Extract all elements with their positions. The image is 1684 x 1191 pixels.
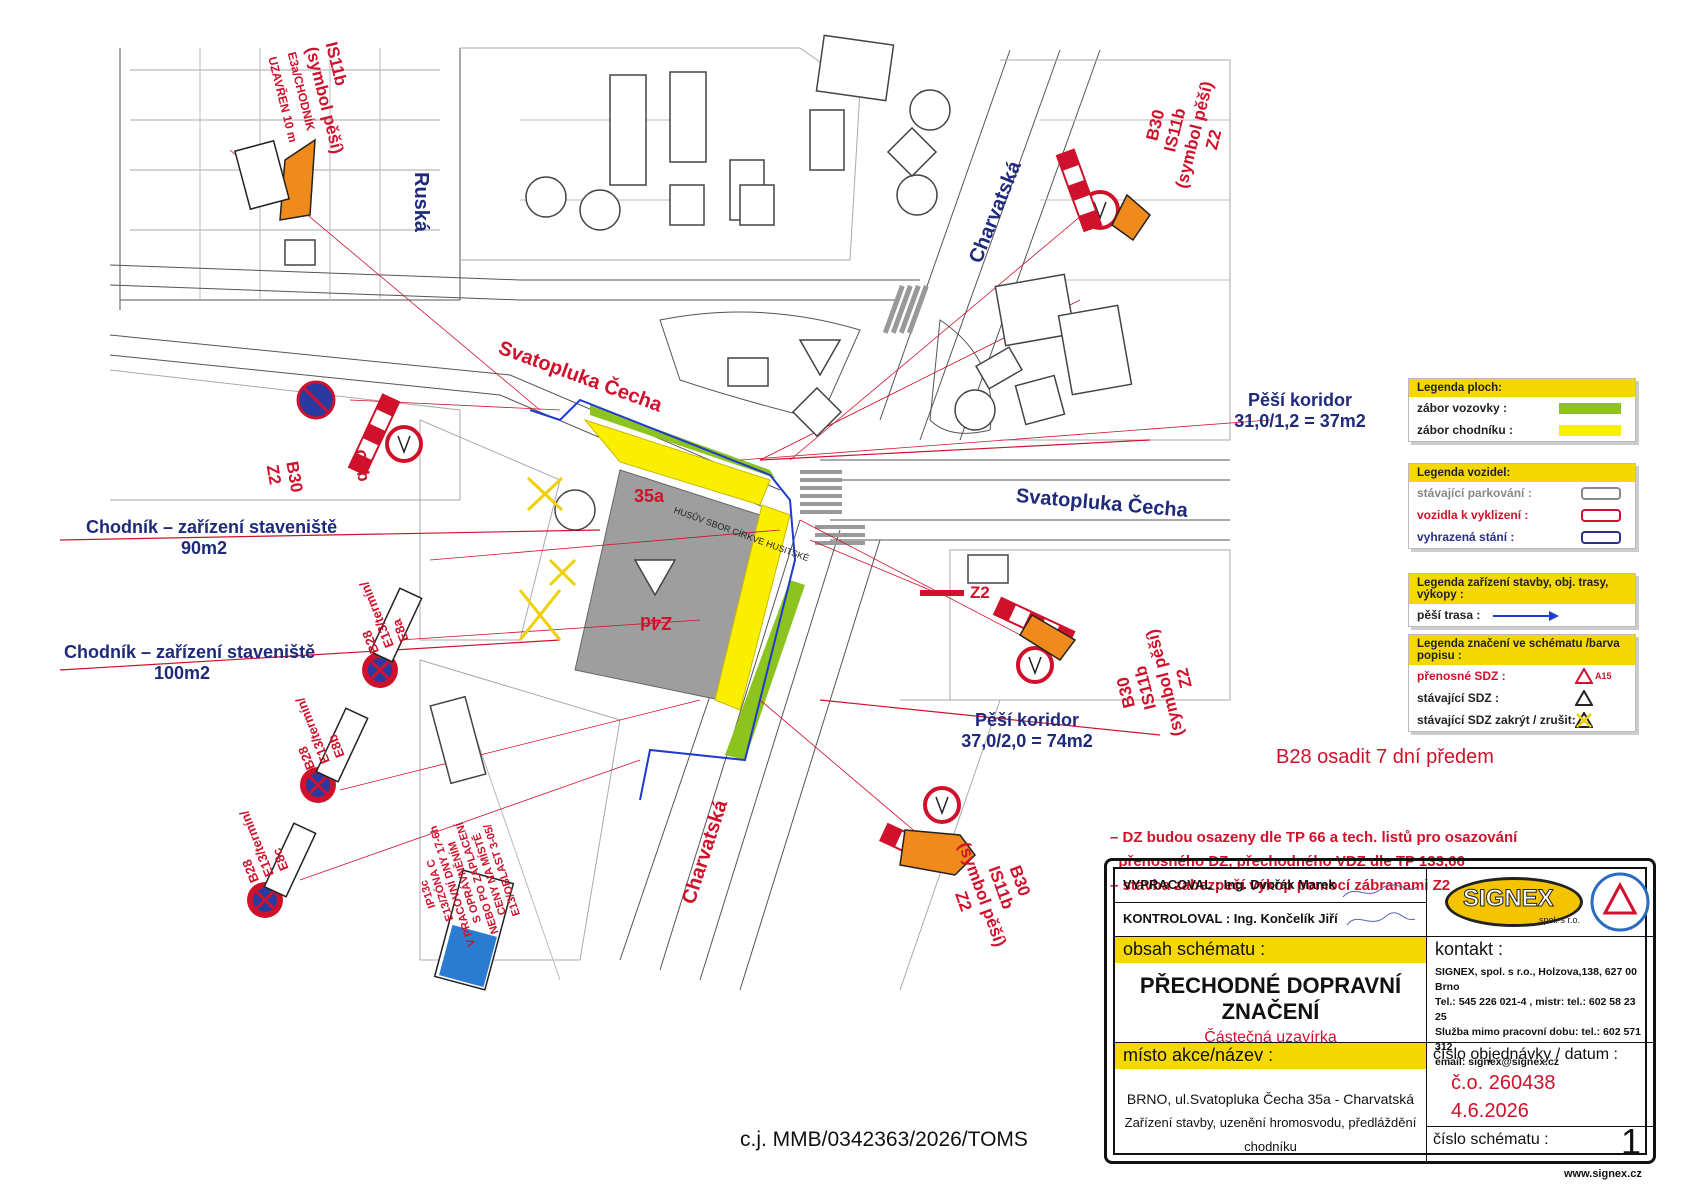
ip13c-sign: [433, 869, 515, 991]
reference-number: c.j. MMB/0342363/2026/TOMS: [740, 1128, 1028, 1151]
z4d-label: Z4d: [640, 613, 673, 633]
car-icon-parking: [1581, 487, 1621, 500]
misto-content: BRNO, ul.Svatopluka Čecha 35a - Charvats…: [1115, 1069, 1427, 1161]
swatch-chodnik: [1559, 425, 1621, 436]
covered-sign-icon: [1575, 712, 1593, 728]
building-number: 35a: [634, 486, 665, 506]
website: www.signex.cz: [1564, 1168, 1642, 1180]
obsah-label: obsah schématu :: [1115, 937, 1427, 963]
car-icon-vyklizeni: [1581, 509, 1621, 522]
zabor-vozovky-east: [725, 580, 805, 760]
logo-area: SIGNEX spol. s r.o.: [1427, 869, 1655, 937]
b30-sign-right: [1016, 646, 1054, 684]
legend-vozidla: Legenda vozidel: stávající parkování : v…: [1408, 463, 1636, 549]
objednavka-content: č.o. 260438 4.6.2026: [1427, 1069, 1655, 1127]
zabor-chodniku-east: [714, 504, 791, 711]
obsah-title: PŘECHODNÉ DOPRAVNÍ ZNAČENÍ: [1139, 973, 1402, 1024]
schema-number: 1: [1620, 1121, 1641, 1162]
zabor-chodniku-north: [583, 418, 771, 506]
swatch-vozovka: [1559, 403, 1621, 414]
warning-triangle-icon: [1575, 668, 1593, 684]
vypracoval: VYPRACOVAL : Ing. Dvořák Marek: [1115, 869, 1427, 903]
title-block: VYPRACOVAL : Ing. Dvořák Marek KONTROLOV…: [1104, 858, 1656, 1164]
schema-label: číslo schématu :: [1433, 1131, 1549, 1148]
schema-label-cell: číslo schématu : 1: [1427, 1121, 1655, 1162]
objednavka-cislo: č.o. 260438: [1451, 1072, 1556, 1094]
obsah-subtitle: Částečná uzavírka: [1204, 1029, 1337, 1046]
objednavka-label: číslo objednávky / datum :: [1433, 1046, 1618, 1063]
note-b28: B28 osadit 7 dní předem: [1276, 746, 1494, 768]
kontroloval: KONTROLOVAL : Ing. Končelík Jiří: [1115, 903, 1427, 937]
legend-zarizeni: Legenda zařízení stavby, obj. trasy, výk…: [1408, 573, 1636, 627]
arrow-icon: [1493, 611, 1559, 621]
misto-label: místo akce/název :: [1115, 1043, 1427, 1069]
existing-sign-icon: [1575, 690, 1593, 706]
kontakt-label: kontakt :: [1435, 939, 1504, 959]
car-icon-vyhrazene: [1581, 531, 1621, 544]
certification-seal-icon: [1590, 872, 1650, 932]
is11b-signs: [233, 138, 1151, 876]
b30-sign-bottom: [923, 786, 961, 824]
kontakt-content: SIGNEX, spol. s r.o., Holzova,138, 627 0…: [1427, 963, 1655, 1068]
objednavka-datum: 4.6.2026: [1451, 1100, 1529, 1122]
legend-plochy: Legenda ploch: zábor vozovky : zábor cho…: [1408, 378, 1636, 442]
pedestrian-route: [529, 398, 797, 801]
b30-sign-left: [385, 425, 423, 463]
obsah-content: PŘECHODNÉ DOPRAVNÍ ZNAČENÍ Částečná uzav…: [1115, 963, 1427, 1046]
signatures: [1342, 884, 1418, 926]
sdz-label-z2-mid: Z2: [970, 583, 990, 602]
signex-logo: SIGNEX: [1463, 885, 1555, 913]
legend-znaceni: Legenda značení ve schématu /barva popis…: [1408, 634, 1636, 732]
street-ruska: Ruská: [410, 172, 432, 233]
